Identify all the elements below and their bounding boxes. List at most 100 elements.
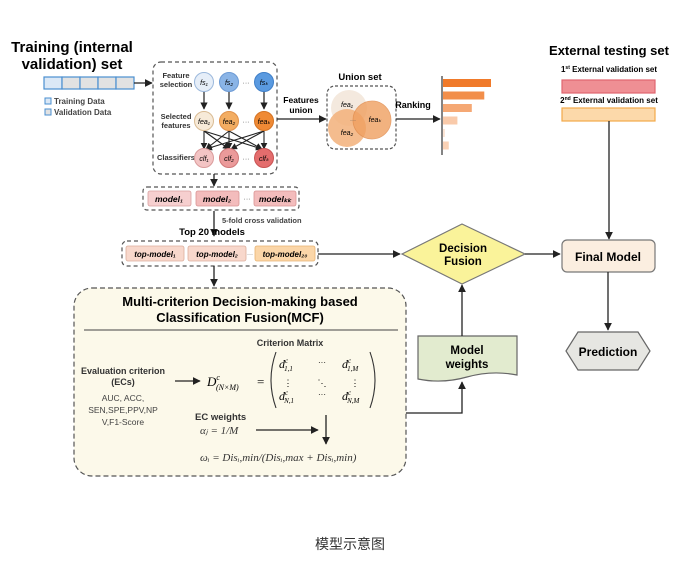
fea-node-label: fea₂ (223, 119, 236, 126)
mcf-border (73, 287, 407, 477)
fold-cell-training (79, 76, 99, 90)
union-set-border (326, 85, 397, 150)
fea-node (254, 111, 274, 131)
training-set: Training (internal validation) set Train… (11, 39, 153, 117)
top-model-box (254, 245, 316, 262)
fea-node-label: fea₁ (198, 119, 211, 126)
model-label: model₁ (155, 194, 183, 204)
prediction: Prediction (565, 331, 651, 371)
fs-node-label: fs₂ (225, 80, 233, 87)
arrow-mcf-to-weights (406, 381, 466, 414)
top-model-label: top-model₂₀ (263, 250, 308, 259)
model-label: modelₖₖ (259, 194, 293, 204)
matrix-lhs: Dc(N×M) (206, 373, 239, 392)
ranking-bar (443, 91, 485, 100)
prediction-hexagon (565, 331, 651, 371)
ranking-bar (443, 129, 445, 137)
top-model-box (187, 245, 247, 262)
clf-node-label: clfₖ (259, 156, 270, 163)
union-label-feak: feaₖ (369, 117, 383, 124)
fold-cell-validation (43, 76, 63, 90)
label-feature-selection-2: selection (160, 80, 193, 89)
union-label-fea1: fea₁ (341, 102, 354, 109)
ranking-bar (443, 141, 449, 150)
label-classifiers: Classifiers (157, 153, 195, 162)
legend-training-label: Training Data (54, 97, 105, 106)
ec-weights-title: EC weights (195, 412, 246, 423)
decision-fusion-label-2: Fusion (444, 256, 482, 268)
fs-node-label: fs₁ (200, 80, 208, 87)
top-model-label: top-model₁ (134, 250, 176, 259)
alpha-formula: αⱼ = 1/M (200, 425, 239, 437)
prediction-label: Prediction (579, 345, 638, 359)
training-data-bar (43, 76, 135, 90)
fs-node (219, 72, 239, 92)
ec-list-3: V,F1-Score (102, 417, 144, 427)
mcf-box: Multi-criterion Decision-making based Cl… (73, 287, 407, 477)
clf-node (254, 148, 274, 168)
legend-swatch-validation (44, 108, 52, 116)
union-circle-feak (352, 100, 392, 140)
decision-fusion: Decision Fusion (400, 223, 527, 285)
fea-node (194, 111, 214, 131)
model-label: model₂ (203, 194, 232, 204)
top-models-title: Top 20 models (179, 227, 245, 238)
union-set-title: Union set (338, 72, 382, 83)
ext-set2-bar (561, 107, 656, 122)
cv-label: 5-fold cross validation (222, 216, 302, 225)
label-selected-features-2: features (161, 121, 190, 130)
ellipsis: ··· (243, 80, 250, 87)
ellipsis: ··· (247, 252, 253, 258)
clf-node (219, 148, 239, 168)
top-model-box (125, 245, 185, 262)
fs-node-label: fsₖ (260, 80, 269, 87)
ranking-bar (443, 104, 472, 112)
external-testing-set: External testing set 1st External valida… (549, 43, 670, 240)
features-union-label-2: union (289, 105, 312, 115)
legend-swatch-training (44, 97, 52, 105)
ec-list-2: SEN,SPE,PPV,NP (88, 405, 158, 415)
model-box (147, 190, 192, 207)
union-label-fea2: fea₂ (341, 130, 354, 137)
legend-validation-label: Validation Data (54, 108, 112, 117)
model-weights-label-2: weights (445, 359, 489, 371)
model-weights: Model weights (417, 335, 518, 382)
top-models-row: top-model₁ top-model₂ ··· top-model₂₀ (121, 240, 319, 267)
clf-node-label: clf₂ (224, 156, 234, 163)
mcf-title-2: Classification Fusion(MCF) (156, 310, 324, 325)
ext-set1-bar (561, 79, 656, 94)
ranking-label: Ranking (395, 100, 431, 110)
ext-set1-label: 1st External validation set (561, 65, 657, 74)
omega-formula: ωᵢ = Disᵢ,min/(Disᵢ,max + Disᵢ,min) (200, 452, 357, 464)
fs-node (254, 72, 274, 92)
matrix-equals: = (257, 374, 264, 389)
models-row: model₁ model₂ ··· modelₖₖ (142, 186, 300, 211)
fea-clf-connections (200, 130, 268, 151)
union-set: Union set fea₁ fea₂ feaₖ ··· (326, 72, 397, 150)
matrix-left-paren (270, 351, 277, 409)
matrix-dots: ··· (318, 390, 326, 399)
top-models-border (121, 240, 319, 267)
ec-title: Evaluation criterion (81, 366, 165, 376)
final-model: Final Model (561, 239, 656, 273)
external-title: External testing set (549, 43, 670, 58)
top-model-label: top-model₂ (196, 250, 238, 259)
model-weights-doc (417, 335, 518, 382)
ec-list: AUC, ACC, (102, 393, 145, 403)
ranking-bar (443, 79, 491, 87)
final-model-label: Final Model (575, 250, 641, 264)
model-box (195, 190, 240, 207)
label-feature-selection: Feature (162, 71, 189, 80)
ranking-bar-chart (443, 79, 491, 150)
mcf-title: Multi-criterion Decision-making based (122, 294, 358, 309)
feature-selection-box: Feature selection Selected features Clas… (152, 61, 278, 175)
label-selected-features: Selected (161, 112, 192, 121)
fold-cell-training (115, 76, 135, 90)
matrix-right-paren (369, 351, 376, 409)
fs-node (194, 72, 214, 92)
